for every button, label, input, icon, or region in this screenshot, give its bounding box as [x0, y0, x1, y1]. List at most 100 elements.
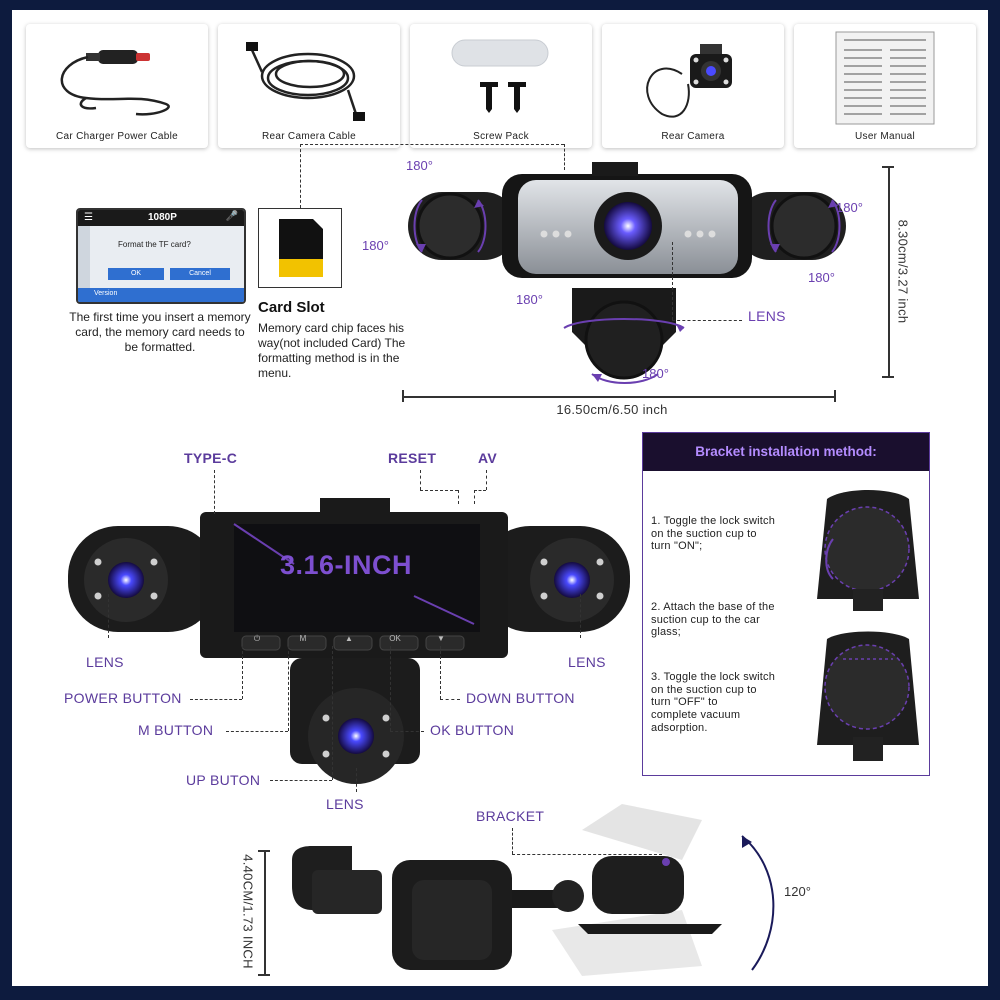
lens-right-leader [580, 594, 581, 638]
rear-camera-cable-image [246, 42, 365, 121]
accessory-card-user-manual: User Manual [794, 24, 976, 148]
bracket-step-1: 1. Toggle the lock switch on the suction… [651, 515, 776, 553]
ok-button-label: OK BUTTON [430, 722, 515, 738]
bracket-panel-title: Bracket installation method: [695, 444, 877, 459]
m-button-label: M BUTTON [138, 722, 214, 738]
rotation-label: 180° [362, 238, 389, 253]
av-leader [486, 470, 487, 490]
power-button-icon[interactable]: ⏻ [253, 634, 261, 643]
card-slot-box [258, 208, 342, 288]
accessory-label: Rear Camera [661, 131, 725, 142]
angle-label: 120° [784, 884, 811, 899]
card-slot-leader [300, 144, 301, 208]
reset-leader [420, 470, 421, 490]
bracket-step-2: 2. Attach the base of the suction cup to… [651, 601, 775, 639]
format-screen-image: 1080P ☰ 🎤 Format the TF card? OK Cancel … [76, 208, 246, 304]
m-button-icon[interactable]: M [299, 634, 307, 643]
card-slot-leader [564, 144, 565, 170]
top-lens-label: LENS [748, 308, 786, 324]
rotation-label: 180° [516, 292, 543, 307]
rotation-label: 180° [406, 158, 433, 173]
up-button-leader [270, 780, 332, 781]
lens-left-leader [108, 594, 109, 638]
lens-leader [672, 320, 742, 321]
power-button-leader [242, 646, 243, 699]
rotation-label: 180° [808, 270, 835, 285]
rotation-label: 180° [836, 200, 863, 215]
m-button-leader [226, 731, 288, 732]
width-dimension-tick [834, 390, 836, 402]
reset-leader [458, 490, 459, 504]
bracket-install-panel: Bracket installation method: 1. Toggle t… [642, 432, 930, 776]
accessory-card-rear-camera: Rear Camera [602, 24, 784, 148]
down-button-leader [440, 699, 460, 700]
accessory-label: Screw Pack [473, 131, 529, 142]
bracket-panel-header: Bracket installation method: [643, 433, 929, 471]
power-button-label: POWER BUTTON [64, 690, 182, 706]
av-leader [474, 490, 475, 504]
accessory-card-screw-pack: Screw Pack [410, 24, 592, 148]
height-dimension-tick [882, 376, 894, 378]
m-button-leader [288, 646, 289, 731]
card-slot-description: Memory card chip faces his way(not inclu… [258, 321, 406, 380]
width-dimension-tick [402, 390, 404, 402]
height-dimension-text: 8.30cm/3.27 inch [895, 219, 911, 324]
screen-sidebar [78, 226, 90, 288]
screw-pack-image [451, 39, 549, 113]
down-button-leader [440, 646, 441, 699]
accessory-label: Rear Camera Cable [261, 131, 357, 142]
up-button-label: UP BUTON [186, 772, 261, 788]
bracket-leader [512, 828, 513, 854]
side-height-tick [258, 974, 270, 976]
av-leader [474, 490, 486, 491]
down-button-label: DOWN BUTTON [466, 690, 575, 706]
side-height-tick [258, 850, 270, 852]
height-dimension-line [888, 166, 890, 376]
ok-button-leader [390, 731, 424, 732]
reset-label: RESET [388, 450, 437, 466]
lens-right-label: LENS [568, 654, 606, 670]
down-button-icon[interactable]: ▼ [437, 634, 445, 643]
bracket-step-3: 3. Toggle the lock switch on the suction… [651, 671, 776, 734]
bracket-label: BRACKET [476, 808, 545, 824]
user-manual-image [835, 31, 935, 125]
rotation-label: 180° [642, 366, 669, 381]
reset-leader [420, 490, 458, 491]
lens-bottom-label: LENS [326, 796, 364, 812]
format-cancel-button[interactable]: Cancel [170, 268, 230, 280]
format-caption: The first time you insert a memory card,… [69, 310, 251, 354]
side-height-text: 4.40CM/1.73 INCH [240, 854, 256, 969]
accessory-card-rear-cable: Rear Camera Cable [218, 24, 400, 148]
width-dimension-line [402, 396, 834, 398]
type-c-leader [214, 470, 215, 514]
ok-button-icon[interactable]: OK [389, 634, 401, 643]
lens-left-label: LENS [86, 654, 124, 670]
width-dimension-text: 16.50cm/6.50 inch [556, 402, 668, 417]
mic-icon: 🎤 [225, 211, 238, 222]
product-sheet: Car Charger Power Cable Rear Camera Cabl… [12, 10, 988, 986]
card-slot-title: Card Slot [258, 299, 325, 316]
lens-leader [672, 242, 673, 320]
menu-icon: ☰ [84, 212, 93, 223]
screen-size-label: 3.16-INCH [280, 550, 413, 580]
car-charger-cable-image [60, 50, 170, 116]
card-slot-leader [300, 144, 564, 145]
format-ok-button[interactable]: OK [108, 268, 164, 280]
up-button-leader [332, 646, 333, 780]
format-dialog-text: Format the TF card? [118, 240, 191, 249]
suction-cup-images [817, 490, 919, 761]
screen-status-bar: 1080P ☰ 🎤 [78, 210, 244, 226]
screen-footer: Version [78, 288, 244, 302]
ok-button-leader [390, 646, 391, 731]
accessory-card-charger: Car Charger Power Cable [26, 24, 208, 148]
type-c-label: TYPE-C [184, 450, 238, 466]
power-button-leader [190, 699, 242, 700]
rear-camera-image [646, 44, 732, 118]
accessory-label: User Manual [855, 131, 915, 142]
up-button-icon[interactable]: ▲ [345, 634, 353, 643]
bracket-leader [512, 854, 662, 855]
version-text: Version [94, 290, 118, 297]
accessory-label: Car Charger Power Cable [56, 131, 178, 142]
lens-bottom-leader [356, 768, 357, 792]
resolution-text: 1080P [148, 212, 177, 223]
